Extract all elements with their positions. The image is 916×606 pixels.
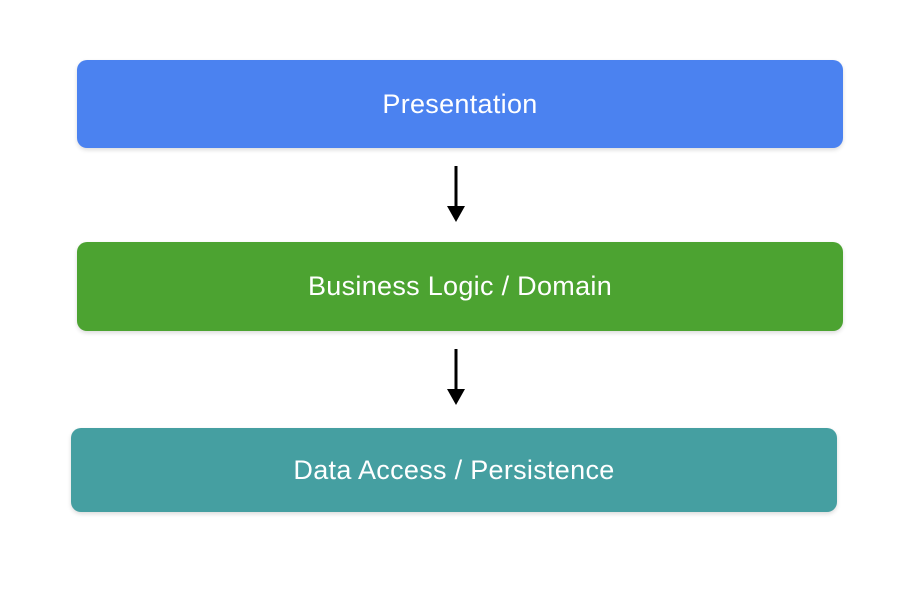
layer-label-business-logic: Business Logic / Domain — [307, 271, 613, 301]
down-arrow-icon — [447, 166, 465, 222]
down-arrow-icon — [447, 349, 465, 405]
layer-box-presentation: Presentation — [77, 60, 843, 148]
layer-box-business-logic: Business Logic / Domain — [77, 242, 843, 331]
layer-label-data-access: Data Access / Persistence — [293, 454, 615, 485]
layer-label-presentation: Presentation — [382, 88, 538, 119]
layer-box-data-access: Data Access / Persistence — [71, 428, 837, 512]
